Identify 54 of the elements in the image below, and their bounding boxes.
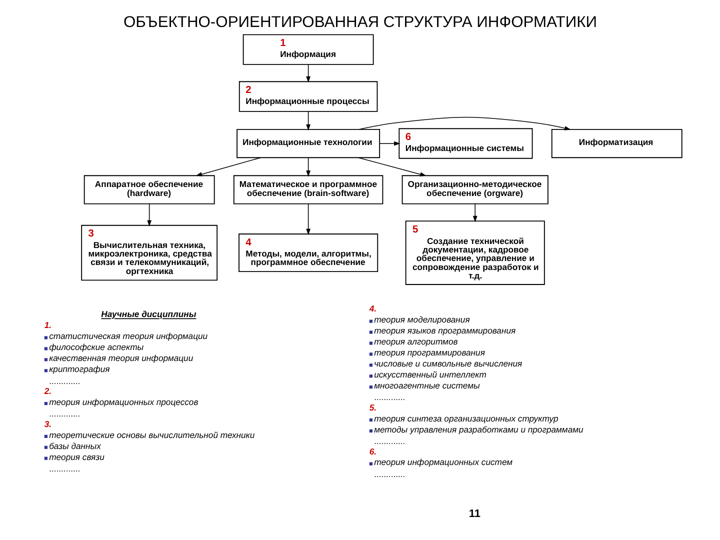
node-box: 4 Методы, модели, алгоритмы, программное обеспечение xyxy=(238,234,378,272)
label: 3. xyxy=(44,418,52,429)
label: Научные дисциплины xyxy=(101,309,196,320)
label: 2. xyxy=(44,386,52,396)
label: многоагентные системы xyxy=(374,380,480,390)
node-box: 2 Информационные процессы xyxy=(238,81,378,112)
label: статистическая теория информации xyxy=(49,331,208,342)
node-box: Организационно-методическое обеспечение (orgware) xyxy=(402,175,548,204)
node-box: 1 Информация xyxy=(242,34,374,65)
label: искусственный интеллект xyxy=(374,370,486,380)
node-box: Аппаратное обеспечение (hardware) xyxy=(84,175,215,204)
label: ............. xyxy=(374,468,406,479)
label: криптография xyxy=(49,364,110,374)
node-box: 5 Создание технической документации, кадровое обеспечение, управление и сопровождение разработок и т.д. xyxy=(405,220,545,285)
label: 4. xyxy=(369,304,377,314)
label: теория информационных процессов xyxy=(49,396,198,407)
arrow xyxy=(306,203,311,235)
label: ............. xyxy=(374,436,406,446)
label: теория программирования xyxy=(374,348,485,358)
label: теория синтеза организационных структур xyxy=(374,413,558,424)
label: 5. xyxy=(369,402,377,412)
arrow xyxy=(306,64,311,83)
arrow xyxy=(358,157,426,176)
label: теория языков программирования xyxy=(374,326,516,336)
arrow xyxy=(147,203,152,226)
arrow xyxy=(472,203,478,222)
node-box: Математическое и программное обеспечение (brain-software) xyxy=(233,175,384,204)
arrow xyxy=(196,157,262,176)
label: методы управления разработками и программами xyxy=(374,424,584,434)
label: ............. xyxy=(49,376,80,386)
node-box: 3 Вычислительная техника, микроэлектроника, средства связи и телекоммуникаций, оргтехника xyxy=(81,224,218,281)
label: 11 xyxy=(468,508,480,520)
label: философские аспекты xyxy=(49,342,144,352)
label: теория информационных систем xyxy=(374,457,513,468)
label: теория моделирования xyxy=(374,314,470,325)
label: теория алгоритмов xyxy=(374,336,458,347)
label: качественная теория информации xyxy=(49,353,194,364)
label: 6. xyxy=(369,446,377,456)
arrow xyxy=(379,141,400,146)
arrow xyxy=(306,111,311,131)
label: базы данных xyxy=(49,440,101,451)
label: теоретические основы вычислительной техники xyxy=(49,430,255,440)
label: теория связи xyxy=(49,452,104,462)
label: ............. xyxy=(49,408,80,419)
node-box: Информатизация xyxy=(551,128,682,158)
label: ............. xyxy=(49,464,80,474)
arrow xyxy=(306,157,311,177)
diagram-title: ОБЪЕКТНО-ОРИЕНТИРОВАННАЯ СТРУКТУРА ИНФОРМАТИКИ xyxy=(123,14,598,31)
label: 1. xyxy=(44,320,52,330)
arrow xyxy=(358,116,571,130)
label: числовые и символьные вычисления xyxy=(374,358,522,369)
node-box: 6 Информационные системы xyxy=(398,128,533,159)
label: ............. xyxy=(374,392,406,402)
node-box: Информационные технологии xyxy=(236,128,380,158)
